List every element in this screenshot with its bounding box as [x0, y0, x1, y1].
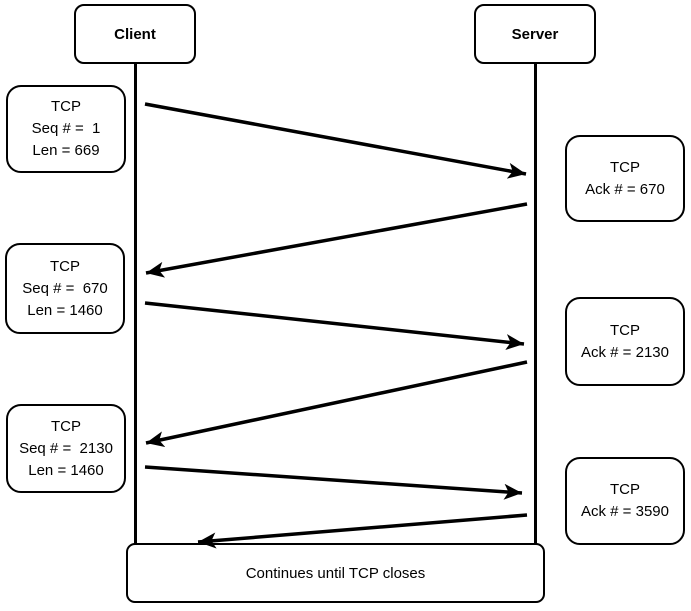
arrow-seq1-client-to-server — [144, 102, 527, 179]
note-line-protocol: TCP — [50, 257, 80, 275]
note-line-ack: Ack # = 3590 — [581, 503, 669, 520]
note-line-seq: Seq # = 670 — [22, 279, 108, 297]
note-line-len: Len = 1460 — [28, 461, 104, 479]
continues-note-label: Continues until TCP closes — [245, 564, 426, 582]
arrow-seq2130-client-to-server — [144, 465, 523, 500]
note-line-protocol: TCP — [51, 98, 81, 115]
server-actor-box: Server — [474, 4, 596, 64]
note-ack-2130: TCP Ack # = 2130 — [565, 297, 685, 386]
note-line-seq: Seq # = 1 — [31, 120, 101, 137]
note-line-ack: Ack # = 2130 — [581, 343, 669, 361]
arrow-ack670-server-to-client — [145, 202, 528, 278]
note-line-len: Len = 669 — [32, 142, 100, 159]
note-seq-1: TCP Seq # = 1 Len = 669 — [6, 85, 126, 173]
note-line-seq: Seq # = 2130 — [19, 439, 113, 457]
note-line-ack: Ack # = 670 — [585, 180, 665, 198]
note-ack-3590: TCP Ack # = 3590 — [565, 457, 685, 545]
note-line-protocol: TCP — [610, 158, 640, 176]
client-actor-label: Client — [114, 25, 156, 43]
arrow-ack2130-server-to-client — [145, 360, 528, 448]
note-seq-670: TCP Seq # = 670 Len = 1460 — [5, 243, 125, 334]
note-line-protocol: TCP — [610, 481, 640, 498]
note-seq-2130: TCP Seq # = 2130 Len = 1460 — [6, 404, 126, 493]
server-actor-label: Server — [511, 25, 559, 43]
client-actor-box: Client — [74, 4, 196, 64]
arrow-seq670-client-to-server — [144, 301, 525, 351]
note-line-len: Len = 1460 — [27, 301, 103, 319]
arrow-ack3590-server-to-client — [197, 513, 528, 549]
note-line-protocol: TCP — [51, 417, 81, 435]
note-ack-670: TCP Ack # = 670 — [565, 135, 685, 222]
continues-note-box: Continues until TCP closes — [126, 543, 545, 603]
note-line-protocol: TCP — [610, 321, 640, 339]
